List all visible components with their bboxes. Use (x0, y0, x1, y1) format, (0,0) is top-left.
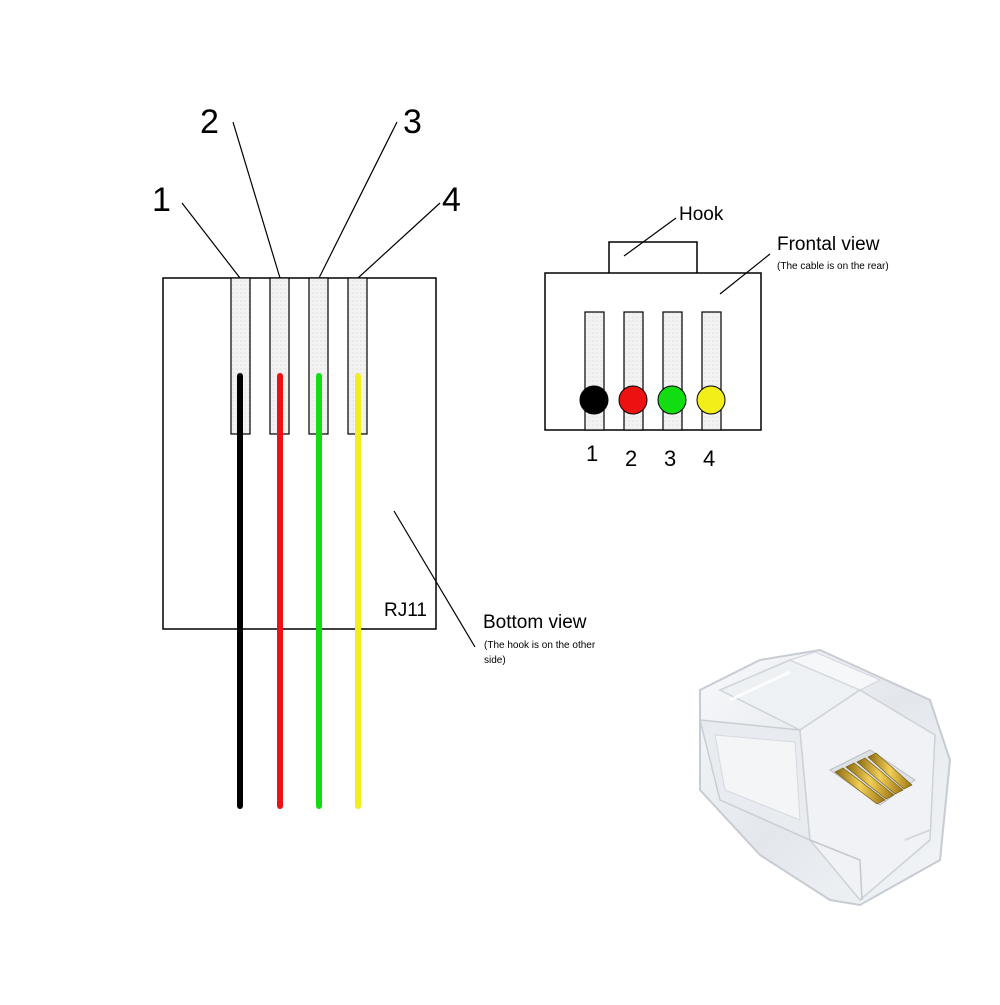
front-view-leader (719, 253, 771, 295)
front-view-body (544, 272, 762, 431)
front-view-note: (The cable is on the rear) (777, 261, 889, 272)
rj11-connector-photo (699, 648, 952, 907)
pin-4-leader (357, 202, 441, 279)
front-pin-2-dot (618, 385, 648, 415)
pin-2-leader (232, 121, 281, 279)
bottom-view-note-line1: (The hook is on the other (484, 640, 596, 651)
front-pin-4-dot (696, 385, 726, 415)
front-view-hook (608, 241, 698, 275)
model-label: RJ11 (384, 600, 427, 621)
pin-1-leader (181, 202, 241, 279)
bottom-pin-4-number: 4 (442, 181, 461, 219)
bottom-pin-1-number: 1 (152, 181, 171, 219)
bottom-view-note-line2: side) (484, 655, 506, 666)
bottom-pin-3-number: 3 (403, 103, 422, 141)
front-pin-3-number: 3 (664, 446, 676, 471)
bottom-view-leader (393, 510, 476, 648)
front-pin-1-dot (579, 385, 609, 415)
front-pin-2-number: 2 (625, 446, 637, 471)
front-pin-1-number: 1 (586, 441, 598, 466)
bottom-view-body (162, 277, 437, 630)
bottom-view-title: Bottom view (483, 612, 587, 633)
front-pin-4-number: 4 (703, 446, 715, 471)
hook-leader (623, 217, 677, 257)
bottom-view: 1 2 3 4 RJ11 Bottom view (The hook is on… (152, 103, 596, 809)
hook-label: Hook (679, 204, 724, 225)
pin-3-leader (318, 121, 398, 279)
bottom-pin-2-number: 2 (200, 103, 219, 141)
front-view: 1 2 3 4 Hook Frontal view (The cable is … (544, 204, 889, 471)
front-view-title: Frontal view (777, 234, 880, 255)
front-pin-3-dot (657, 385, 687, 415)
